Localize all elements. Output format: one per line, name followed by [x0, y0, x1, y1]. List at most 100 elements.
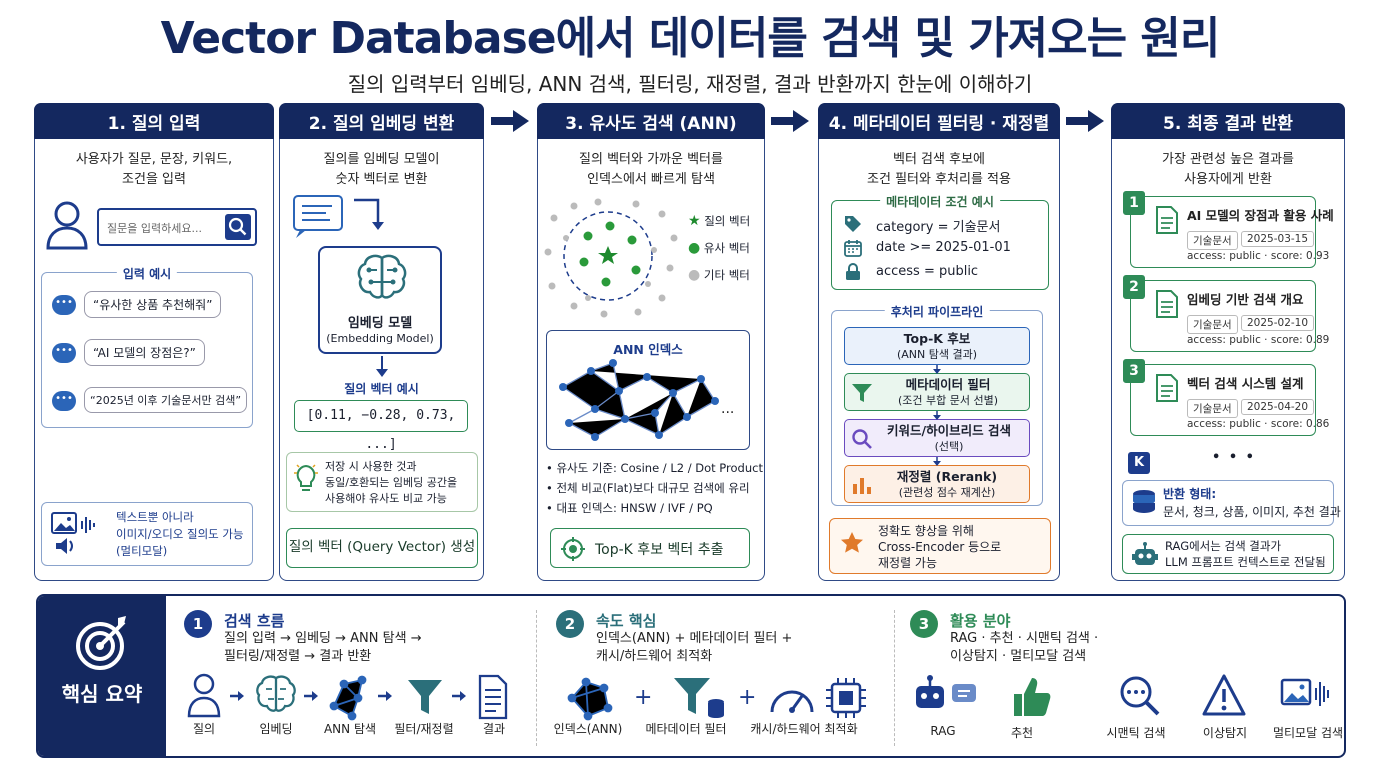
return-format-box: 반환 형태:문서, 청크, 상품, 이미지, 추천 결과 [1122, 480, 1341, 526]
document-icon [1156, 290, 1178, 318]
result-title: 벡터 검색 시스템 설계 [1187, 376, 1304, 391]
tag-icon [845, 216, 861, 232]
model-sub: (Embedding Model) [326, 332, 434, 345]
flow-label: 질의 [192, 722, 216, 736]
result-card[interactable]: 2 임베딩 기반 검색 개요 기술문서 2025-02-10 access: p… [1123, 275, 1329, 352]
speed-label: 캐시/하드웨어 최적화 [750, 722, 858, 736]
summary-divider [894, 610, 895, 746]
condition-access: access = public [876, 264, 979, 279]
step-header: 1. 질의 입력 [34, 103, 274, 139]
flow-arrow-icon [1066, 110, 1104, 132]
search-box[interactable]: 질문을 입력하세요... [97, 208, 257, 246]
summary-number: 2 [556, 610, 584, 638]
result-date: 2025-04-20 [1241, 399, 1315, 415]
flow-arrow-icon [491, 110, 529, 132]
pipeline-box: 후처리 파이프라인 Top-K 후보(ANN 탐색 결과) 메타데이터 필터(조… [831, 303, 1043, 506]
result-rank: 3 [1123, 359, 1145, 383]
query-vector-output: 질의 벡터 (Query Vector) 생성 [286, 528, 478, 568]
star-icon [841, 532, 863, 553]
svg-text:+: + [634, 685, 652, 710]
warning-icon [1202, 674, 1246, 716]
example-pill: “2025년 이후 기술문서만 검색” [84, 387, 248, 413]
vector-legend: ★ 질의 벡터 ● 유사 벡터 ● 기타 벡터 [688, 213, 751, 283]
chip-icon [826, 678, 866, 718]
step-description: 사용자가 질문, 문장, 키워드,조건을 입력 [75, 152, 233, 187]
use-case-label: 멀티모달 검색 [1272, 726, 1344, 740]
use-case-label: 이상탐지 [1202, 726, 1248, 740]
result-date: 2025-03-15 [1241, 231, 1315, 247]
brain-icon [357, 254, 407, 299]
robot-icon [1132, 542, 1158, 565]
document-icon [1156, 374, 1178, 402]
subtitle: 질의 입력부터 임베딩, ANN 검색, 필터링, 재정렬, 결과 반환까지 한… [347, 72, 1033, 96]
flow-arrow-icon [771, 110, 809, 132]
use-case-label: 시맨틱 검색 [1106, 726, 1166, 740]
ann-index-label: ANN 인덱스 [613, 342, 683, 357]
result-card[interactable]: 3 벡터 검색 시스템 설계 기술문서 2025-04-20 access: p… [1123, 359, 1329, 436]
ann-bullets: • 유사도 기준: Cosine / L2 / Dot Product • 전체… [546, 461, 763, 515]
svg-text:...: ... [721, 401, 734, 417]
embedding-model-box: 임베딩 모델 (Embedding Model) [318, 246, 442, 354]
summary-number: 3 [910, 610, 938, 638]
image-audio-icon [1280, 678, 1329, 706]
chat-bubble-icon: ••• [52, 343, 76, 363]
summary-label: 핵심 요약 [61, 682, 143, 706]
target-icon [561, 537, 585, 561]
document-icon [478, 674, 508, 720]
summary-text: 인덱스(ANN) + 메타데이터 필터 +캐시/하드웨어 최적화 [596, 631, 793, 664]
thumbs-up-icon [1014, 678, 1051, 716]
result-rank: 2 [1123, 275, 1145, 299]
use-case-label: RAG [930, 724, 956, 738]
vector-value: [0.11, −0.28, 0.73, ...] [294, 400, 468, 452]
down-arrow-icon [376, 356, 388, 377]
summary-title: 활용 분야 [950, 612, 1011, 630]
graph-network-icon: ... [559, 359, 734, 441]
vector-label: 질의 벡터 예시 [344, 382, 419, 396]
summary-label-panel: 핵심 요약 [38, 596, 166, 756]
down-arrow-icon [933, 457, 941, 466]
result-tag: 기술문서 [1187, 315, 1238, 334]
k-badge: K [1128, 452, 1150, 474]
search-icon [228, 217, 247, 236]
down-arrow-icon [933, 365, 941, 374]
topk-output: Top-K 후보 벡터 추출 [550, 528, 750, 568]
step-header: 3. 유사도 검색 (ANN) [537, 103, 765, 139]
search-input[interactable]: 질문을 입력하세요... [107, 222, 202, 235]
summary-title: 속도 핵심 [596, 612, 657, 630]
meta-label: 메타데이터 조건 예시 [880, 193, 1000, 210]
result-meta: access: public · score: 0.93 [1187, 250, 1330, 262]
flow-label: ANN 탐색 [323, 722, 377, 736]
result-meta: access: public · score: 0.89 [1187, 334, 1330, 346]
summary-text: 질의 입력 → 임베딩 → ANN 탐색 →필터링/재정렬 → 결과 반환 [224, 631, 422, 664]
document-icon [1156, 206, 1178, 234]
bar-chart-icon [853, 478, 871, 494]
result-card[interactable]: 1 AI 모델의 장점과 활용 사례 기술문서 2025-03-15 acces… [1123, 191, 1334, 268]
semantic-search-icon [1120, 676, 1160, 716]
calendar-icon [844, 240, 862, 257]
flow-label: 임베딩 [259, 722, 293, 736]
use-case-icons [916, 674, 1329, 716]
flow-label: 결과 [482, 722, 506, 736]
vector-space-icon [544, 198, 678, 318]
speed-icons: + + [567, 677, 866, 721]
graph-icon [329, 675, 367, 721]
filter-funnel-icon [852, 384, 872, 402]
summary-panel: 핵심 요약 1 검색 흐름 질의 입력 → 임베딩 → ANN 탐색 →필터링/… [36, 594, 1346, 758]
result-title: AI 모델의 장점과 활용 사례 [1187, 208, 1334, 223]
image-audio-icon [51, 512, 95, 554]
pipeline-filter: 메타데이터 필터(조건 부합 문서 선별) [844, 373, 1030, 411]
search-button[interactable] [225, 214, 251, 240]
chat-bubble-icon: ••• [52, 295, 76, 315]
examples-label: 입력 예시 [116, 265, 178, 282]
pipeline-rerank: 재정렬 (Rerank)(관련성 점수 재계산) [844, 465, 1030, 503]
